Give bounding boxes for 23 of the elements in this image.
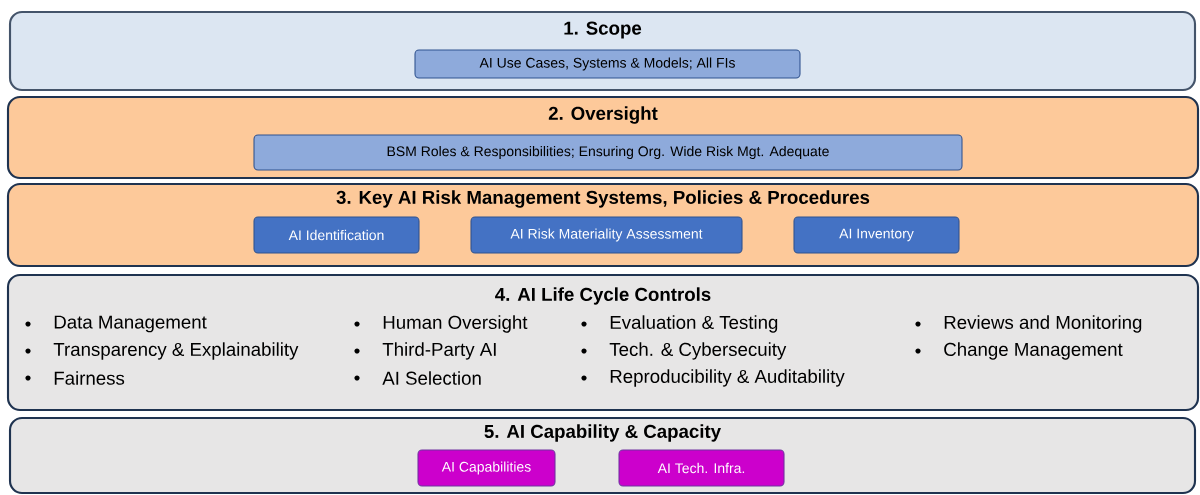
item-box: AI Inventory [793,216,960,254]
item-box: AI Risk Materiality Assessment [470,216,743,254]
item-box: AI Identification [253,216,420,254]
bullet-item: Data Management [54,315,207,333]
item-box: BSM Roles & Responsibilities; Ensuring Org. Wide Risk Mgt. Adequate [253,134,963,171]
item-box: AI Tech. Infra. [618,449,785,487]
item-box: AI Use Cases, Systems & Models; All FIs [414,49,801,79]
bullet-item: Change Management [944,342,1123,360]
bullet-item: Human Oversight [383,315,528,333]
bullet-item: Fairness [54,371,125,385]
bullet-item: AI Selection [382,371,481,385]
band-heading: 3. Key AI Risk Management Systems, Policies & Procedures [336,190,870,208]
bullet-item: Reproducibility & Auditability [610,369,845,387]
bullet-item: Tech. & Cybersecuity [609,342,787,360]
bullet-item: Evaluation & Testing [610,315,778,333]
band-heading: 1. Scope [564,21,642,39]
bullet-item: Reviews and Monitoring [944,315,1142,333]
bullet-item: Third-Party AI [382,342,496,360]
band-heading: 5. AI Capability & Capacity [484,424,721,442]
bullet-item: Transparency & Explainability [53,342,299,360]
item-box: AI Capabilities [417,449,556,487]
band-heading: 4. AI Life Cycle Controls [495,287,711,305]
band-heading: 2. Oversight [548,106,658,124]
